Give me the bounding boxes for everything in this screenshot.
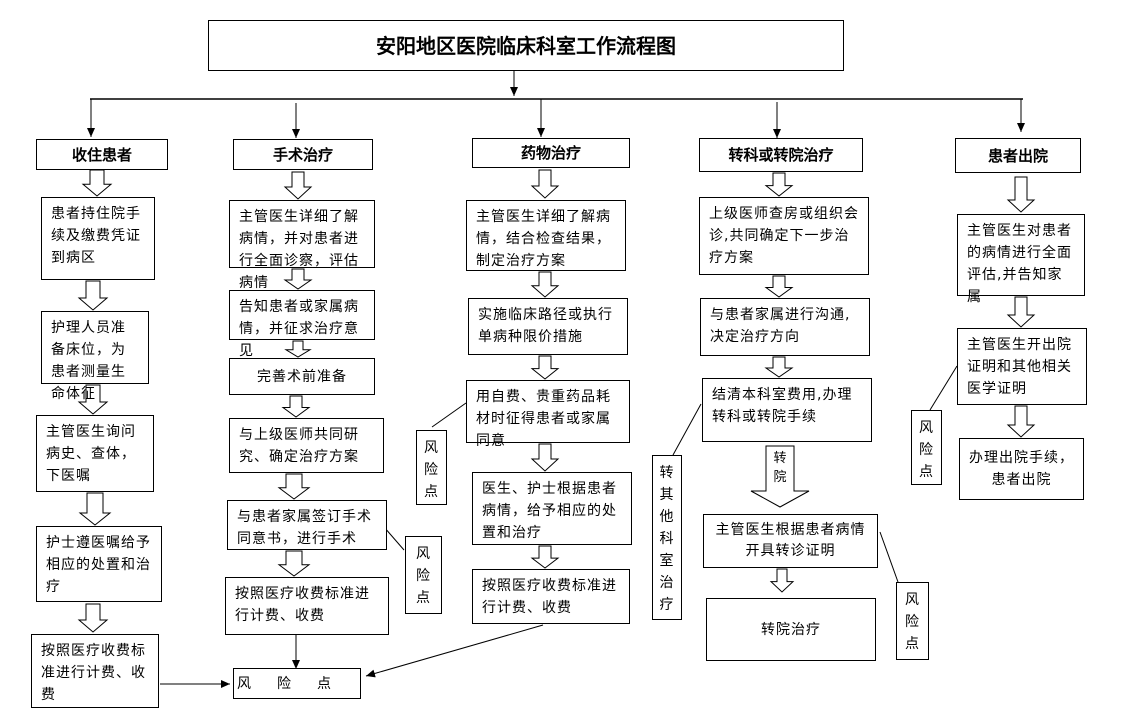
side-box-char: 他 (659, 509, 675, 525)
flow-arrow-icon (284, 340, 312, 358)
risk-point-transfer: 风 险 点 (896, 582, 929, 660)
risk-char: 风 (416, 546, 431, 562)
step-transfer-1: 上级医师查房或组织会诊,共同确定下一步治疗方案 (699, 197, 869, 275)
step-admit-4: 护士遵医嘱给予相应的处置和治疗 (36, 526, 162, 602)
flow-arrow-icon (1006, 176, 1036, 213)
flow-arrow-icon (283, 171, 313, 200)
risk-point-medication: 风 险 点 (416, 430, 447, 505)
step-admit-3: 主管医生询问病史、查体，下医嘱 (36, 415, 154, 492)
risk-char: 风 (905, 592, 920, 608)
transfer-arrow-label: 转 院 (769, 449, 791, 487)
side-box-char: 疗 (659, 597, 675, 613)
risk-char: 险 (424, 462, 439, 478)
step-surgery-1: 主管医生详细了解病情，并对患者进行全面诊察，评估病情 (229, 200, 375, 291)
header-admit-patient: 收住患者 (36, 139, 168, 170)
side-box-char: 转 (659, 465, 675, 481)
flow-arrow-icon (530, 443, 560, 472)
risk-connector-col3 (431, 402, 467, 428)
step-transfer-5: 转院治疗 (706, 598, 876, 661)
risk-point-final-label: 风险点 (237, 675, 357, 692)
step-medication-1: 主管医生详细了解病情，结合检查结果，制定治疗方案 (466, 200, 626, 271)
flow-arrow-icon (1006, 405, 1036, 438)
step-admit-5: 按照医疗收费标准进行计费、收费 (31, 634, 159, 708)
header-medication: 药物治疗 (472, 138, 630, 168)
risk-char: 险 (905, 614, 920, 630)
flow-arrow-icon (1006, 296, 1036, 328)
page-title: 安阳地区医院临床科室工作流程图 (208, 20, 844, 71)
step-admit-2: 护理人员准备床位，为患者测量生命体征 (41, 311, 149, 402)
step-transfer-3: 结清本科室费用,办理转科或转院手续 (702, 378, 872, 442)
step-surgery-3: 完善术前准备 (229, 358, 375, 395)
risk-char: 点 (919, 464, 934, 480)
side-box-char: 治 (659, 575, 675, 591)
flow-arrow-icon (277, 550, 311, 577)
step-discharge-2: 主管医生开出院证明和其他相关医学证明 (957, 328, 1087, 405)
risk-char: 点 (424, 484, 439, 500)
risk-char: 险 (416, 568, 431, 584)
header-transfer: 转科或转院治疗 (699, 138, 863, 172)
risk-char: 险 (919, 442, 934, 458)
risk-char: 点 (416, 590, 431, 606)
risk-connector-col2 (383, 526, 405, 551)
step-surgery-4: 与上级医师共同研究、确定治疗方案 (229, 418, 384, 473)
risk-char: 风 (919, 420, 934, 436)
transfer-arrow-label-char: 转 (773, 451, 787, 466)
flow-arrow-icon (283, 268, 313, 290)
flow-arrow-icon (764, 356, 794, 378)
step-transfer-4: 主管医生根据患者病情开具转诊证明 (703, 514, 878, 568)
step-transfer-2: 与患者家属进行沟通,决定治疗方向 (700, 298, 870, 356)
flow-arrow-icon (764, 172, 794, 197)
flow-arrow-icon (277, 473, 311, 500)
flow-arrow-icon (769, 568, 795, 593)
risk-point-discharge: 风 险 点 (911, 410, 942, 485)
flow-arrow-icon (77, 280, 109, 311)
risk-connector-col4-side (672, 403, 702, 456)
risk-point-final: 风险点 (233, 668, 361, 699)
step-admit-1: 患者持住院手续及缴费凭证到病区 (41, 197, 155, 280)
flow-arrow-icon (81, 169, 113, 197)
flow-arrow-icon (530, 355, 560, 380)
step-discharge-1: 主管医生对患者的病情进行全面评估,并告知家属 (957, 214, 1085, 305)
step-surgery-5: 与患者家属签订手术同意书，进行手术 (227, 500, 387, 550)
flow-arrow-icon (764, 275, 794, 298)
step-medication-3: 用自费、贵重药品耗材时征得患者或家属同意 (466, 380, 630, 449)
step-medication-2: 实施临床路径或执行单病种限价措施 (468, 298, 628, 355)
side-box-char: 其 (659, 487, 675, 503)
risk-char: 点 (905, 636, 920, 652)
header-surgery: 手术治疗 (233, 139, 373, 170)
step-medication-4: 医生、护士根据患者病情，给予相应的处置和治疗 (472, 472, 632, 545)
header-discharge: 患者出院 (955, 138, 1081, 173)
arrow-col3-to-risk (365, 624, 544, 678)
flow-arrow-icon (281, 395, 311, 418)
risk-connector-col5 (929, 365, 958, 411)
transfer-arrow-label-char: 院 (773, 470, 787, 485)
risk-connector-col4 (879, 531, 899, 583)
step-surgery-2: 告知患者或家属病情，并征求治疗意见 (229, 290, 375, 359)
side-box-char: 科 (659, 531, 675, 547)
side-box-other-department: 转 其 他 科 室 治 疗 (652, 455, 682, 620)
step-medication-5: 按照医疗收费标准进行计费、收费 (472, 569, 630, 624)
risk-char: 风 (424, 440, 439, 456)
step-discharge-3: 办理出院手续，患者出院 (959, 438, 1084, 500)
flow-arrow-icon (77, 603, 109, 633)
flow-arrow-icon (530, 169, 560, 199)
step-surgery-6: 按照医疗收费标准进行计费、收费 (225, 577, 389, 635)
flow-arrow-icon (530, 271, 560, 298)
flow-arrow-icon (530, 545, 560, 569)
risk-point-surgery: 风 险 点 (405, 536, 442, 614)
flow-arrow-icon (78, 492, 112, 526)
side-box-char: 室 (659, 553, 675, 569)
